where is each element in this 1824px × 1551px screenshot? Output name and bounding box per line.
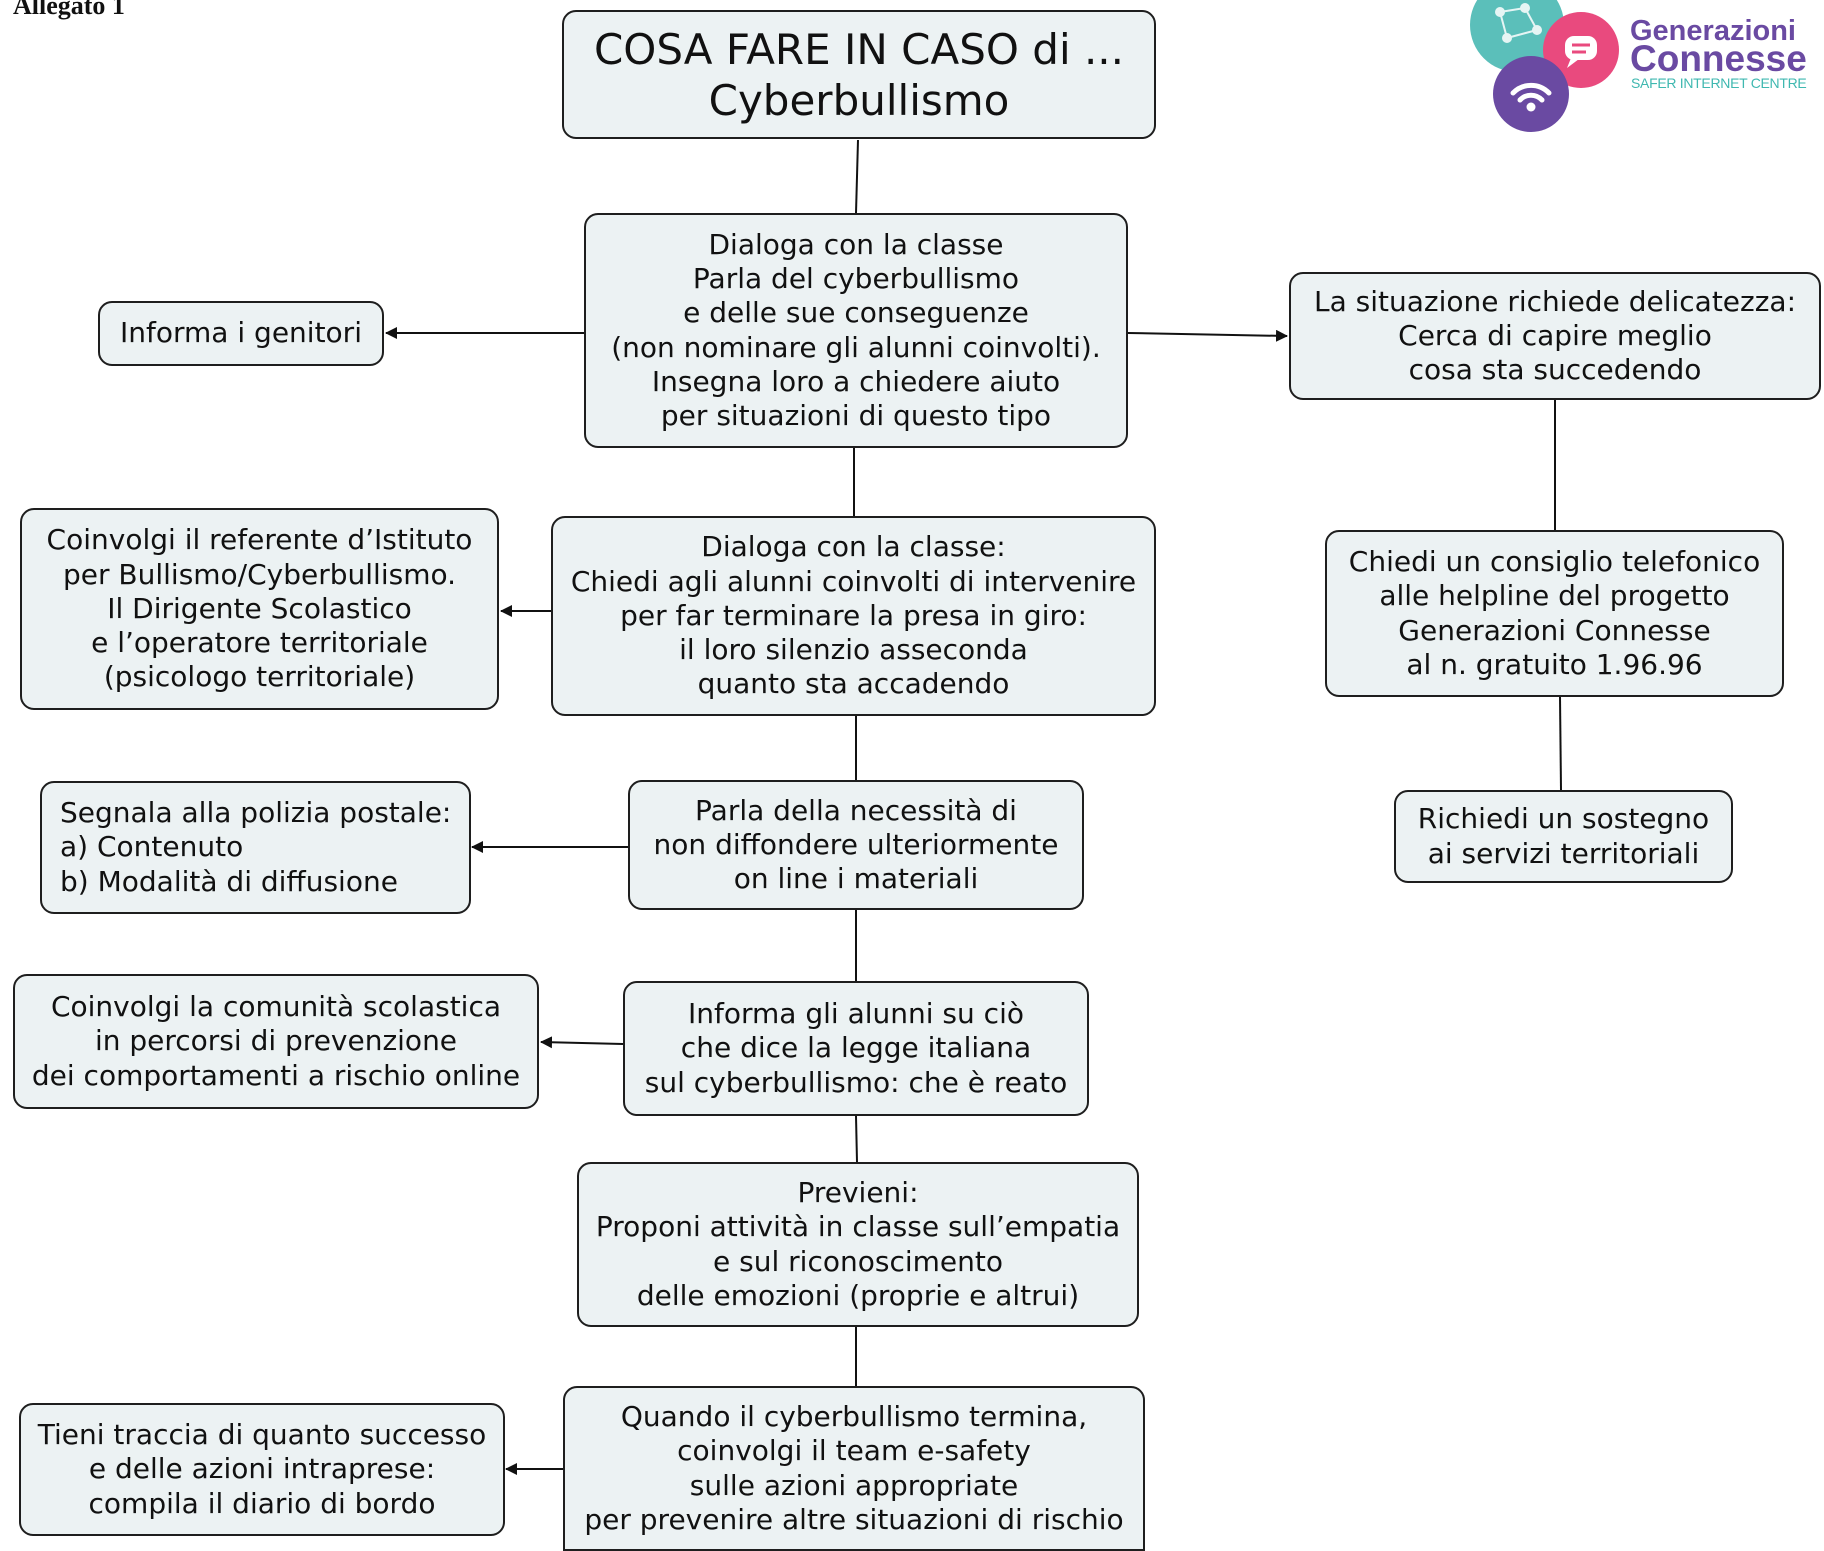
node-situazione-delicatezza: La situazione richiede delicatezza: Cerc…: [1289, 272, 1821, 400]
node-coinvolgi-referente: Coinvolgi il referente d’Istituto per Bu…: [20, 508, 499, 710]
node-previeni: Previeni: Proponi attività in classe sul…: [577, 1162, 1139, 1327]
node-informa-alunni: Informa gli alunni su ciò che dice la le…: [623, 981, 1089, 1116]
node-quando-termina: Quando il cyberbullismo termina, coinvol…: [563, 1386, 1145, 1551]
node-chiedi-consiglio: Chiedi un consiglio telefonico alle help…: [1325, 530, 1784, 697]
generazioni-connesse-logo: [1455, 0, 1824, 140]
node-informa-genitori: Informa i genitori: [98, 301, 384, 366]
attachment-label: Allegato 1: [13, 0, 125, 20]
diagram-title-node: COSA FARE IN CASO di ... Cyberbullismo: [562, 10, 1156, 139]
node-tieni-traccia: Tieni traccia di quanto successo e delle…: [19, 1403, 505, 1536]
node-richiedi-sostegno: Richiedi un sostegno ai servizi territor…: [1394, 790, 1733, 883]
edge-informa-alunni-previeni: [855, 1115, 858, 1163]
edge-title-dialoga1: [855, 139, 859, 214]
node-coinvolgi-comunita: Coinvolgi la comunità scolastica in perc…: [13, 974, 539, 1109]
node-segnala-polizia: Segnala alla polizia postale: a) Contenu…: [40, 781, 471, 914]
arrow-to-situazione: [1127, 329, 1288, 342]
edge-chiedi-richiedi: [1559, 696, 1562, 791]
logo-mark-icon: [1470, 0, 1619, 132]
node-dialoga-classe-1: Dialoga con la classe Parla del cyberbul…: [584, 213, 1128, 448]
logo-text-line1: Generazioni: [1630, 15, 1796, 47]
node-dialoga-classe-2: Dialoga con la classe: Chiedi agli alunn…: [551, 516, 1156, 716]
logo-text-line2: Connesse: [1630, 38, 1807, 79]
node-parla-necessita: Parla della necessità di non diffondere …: [628, 780, 1084, 910]
arrow-to-coinvolgi-comunita: [540, 1036, 624, 1049]
logo-text-line3: SAFER INTERNET CENTRE: [1631, 75, 1807, 91]
